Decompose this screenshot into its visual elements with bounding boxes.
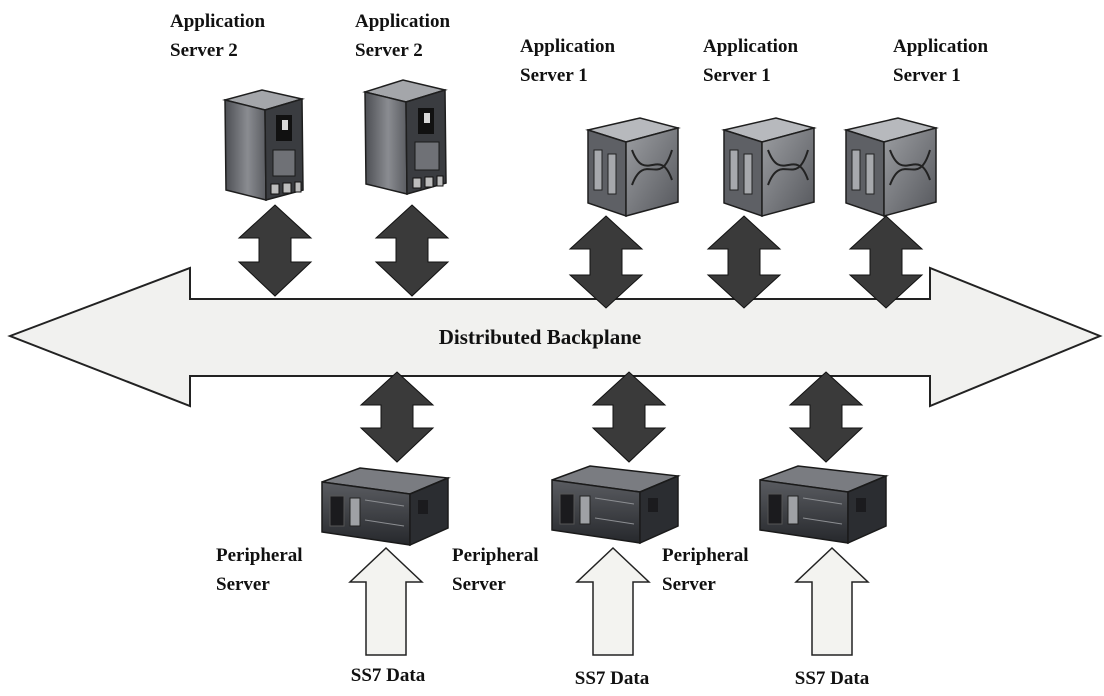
rack-server-icon [551,465,681,545]
app-server-3-label: Application Server 1 [520,36,615,86]
peripheral-link-arrow [359,371,435,463]
peripheral-server-2-label: Peripheral Server [452,545,539,595]
cube-server-icon [585,117,681,218]
rack-server-icon [759,465,889,545]
app-server-label-line1: Application [170,11,265,32]
app-server-label-line1: Application [520,36,615,57]
ss7-data-label: SS7 Data [795,668,870,689]
rack-server-icon [321,467,451,547]
backplane-arrow [7,266,1103,408]
peripheral-server-1-label: Peripheral Server [216,545,303,595]
peripheral-link-arrow [591,371,667,463]
app-link-arrow [848,215,924,309]
app-server-5-label: Application Server 1 [893,36,988,86]
tower-server-icon [222,89,305,201]
app-server-label-line2: Server 1 [893,65,961,86]
app-server-label-line1: Application [355,11,450,32]
app-link-arrow [706,215,782,309]
app-server-1-label: Application Server 2 [170,11,265,61]
ss7-input-arrow [575,546,651,656]
ss7-input-arrow [794,546,870,656]
app-link-arrow [237,204,313,297]
ss7-input-arrow [348,546,424,656]
cube-server-icon [721,117,817,218]
peripheral-label-line1: Peripheral [216,545,303,566]
app-server-2-label: Application Server 2 [355,11,450,61]
app-server-label-line2: Server 2 [355,40,423,61]
ss7-data-label: SS7 Data [575,668,650,689]
app-server-label-line2: Server 2 [170,40,238,61]
app-server-4-label: Application Server 1 [703,36,798,86]
app-link-arrow [374,204,450,297]
app-server-label-line2: Server 1 [703,65,771,86]
ss7-data-label: SS7 Data [351,665,426,686]
peripheral-label-line1: Peripheral [662,545,749,566]
peripheral-link-arrow [788,371,864,463]
cube-server-icon [843,117,939,218]
backplane-label: Distributed Backplane [439,325,641,349]
app-server-label-line2: Server 1 [520,65,588,86]
peripheral-label-line2: Server [216,574,270,595]
app-server-label-line1: Application [703,36,798,57]
peripheral-server-3-label: Peripheral Server [662,545,749,595]
peripheral-label-line2: Server [662,574,716,595]
app-server-label-line1: Application [893,36,988,57]
app-link-arrow [568,215,644,309]
tower-server-icon [362,79,448,195]
peripheral-label-line2: Server [452,574,506,595]
peripheral-label-line1: Peripheral [452,545,539,566]
